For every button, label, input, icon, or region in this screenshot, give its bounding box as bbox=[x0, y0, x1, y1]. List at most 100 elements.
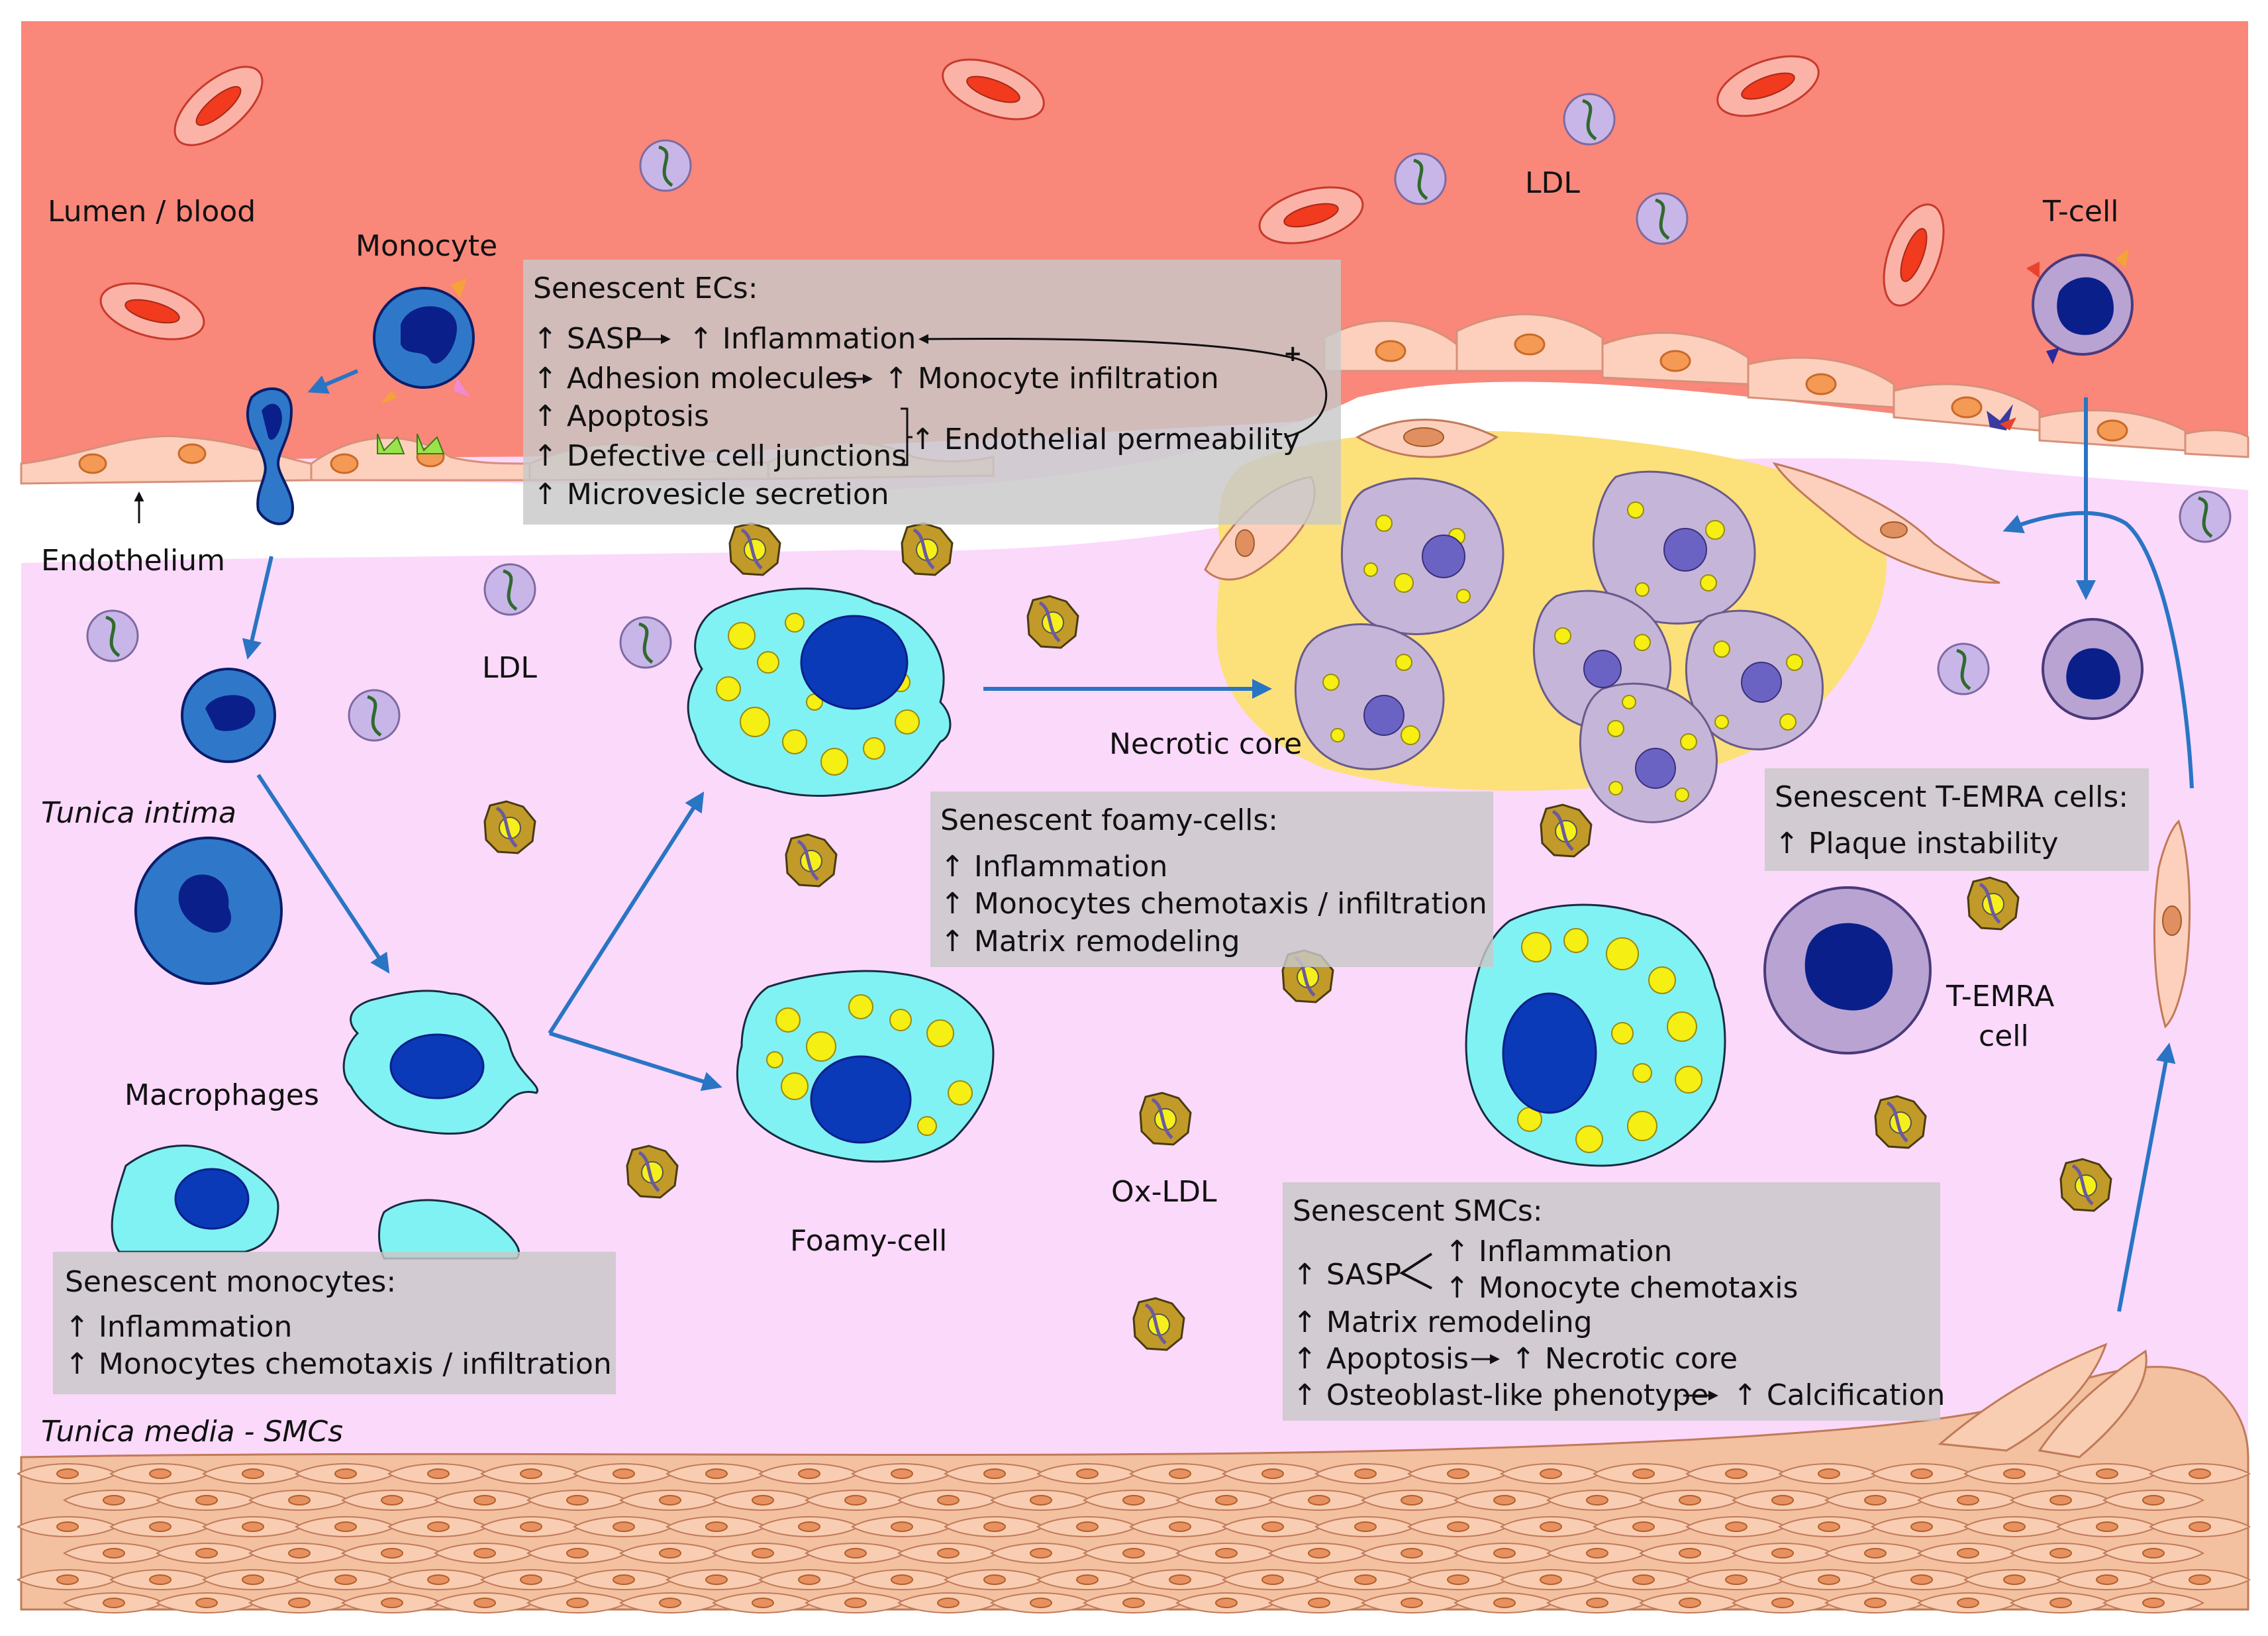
temra-line-1: ↑ Plaque instability bbox=[1775, 827, 2059, 860]
media-smc-nucleus bbox=[1354, 1468, 1377, 1479]
media-smc-nucleus bbox=[566, 1548, 589, 1559]
monocytes-line-2: ↑ Monocytes chemotaxis / infiltration bbox=[65, 1347, 612, 1381]
media-smc-nucleus bbox=[334, 1521, 357, 1532]
t-cell-intima bbox=[2042, 618, 2144, 720]
foamy-title: Senescent foamy-cells: bbox=[940, 803, 1279, 837]
media-smc-nucleus bbox=[983, 1521, 1006, 1532]
media-smc-nucleus bbox=[103, 1598, 125, 1608]
media-smc-nucleus bbox=[1215, 1495, 1238, 1506]
foamy-line-1: ↑ Inflammation bbox=[940, 850, 1168, 884]
media-smc-nucleus bbox=[2096, 1468, 2118, 1479]
monocyte-lumen bbox=[373, 278, 475, 404]
media-smc-nucleus bbox=[381, 1548, 403, 1559]
media-smc-nucleus bbox=[798, 1574, 820, 1585]
media-smc-nucleus bbox=[1957, 1495, 1979, 1506]
media-smc-nucleus bbox=[937, 1598, 960, 1608]
label-ldl-mid: LDL bbox=[482, 651, 537, 685]
smcs-calc: ↑ Calcification bbox=[1733, 1378, 1946, 1412]
media-smc-nucleus bbox=[2049, 1548, 2072, 1559]
media-smc-nucleus bbox=[659, 1598, 681, 1608]
media-smc-nucleus bbox=[1771, 1548, 1794, 1559]
monocyte-intima-large bbox=[134, 837, 283, 985]
media-smc-nucleus bbox=[1540, 1574, 1562, 1585]
senescent-smcs-box: Senescent SMCs: ↑ SASP ↑ Inflammation ↑ … bbox=[1283, 1182, 1945, 1421]
media-smc-nucleus bbox=[2049, 1495, 2072, 1506]
ecs-apoptosis: ↑ Apoptosis bbox=[533, 399, 709, 433]
media-smc-nucleus bbox=[1725, 1468, 1748, 1479]
smcs-osteo: ↑ Osteoblast-like phenotype bbox=[1293, 1378, 1709, 1412]
media-smc-nucleus bbox=[705, 1468, 728, 1479]
media-smc-nucleus bbox=[1169, 1574, 1191, 1585]
media-smc-nucleus bbox=[195, 1548, 218, 1559]
media-smc-nucleus bbox=[798, 1521, 820, 1532]
ecs-sasp: ↑ SASP bbox=[533, 322, 642, 356]
media-smc-nucleus bbox=[659, 1495, 681, 1506]
media-smc-nucleus bbox=[1864, 1598, 1887, 1608]
media-smc-nucleus bbox=[149, 1574, 172, 1585]
ecs-connectors bbox=[629, 334, 1328, 466]
media-smc-nucleus bbox=[2189, 1468, 2211, 1479]
ecs-inflammation: ↑ Inflammation bbox=[689, 322, 916, 356]
media-smc-nucleus bbox=[427, 1574, 450, 1585]
label-tunica-intima: Tunica intima bbox=[41, 796, 237, 830]
media-smc-nucleus bbox=[1586, 1495, 1608, 1506]
media-smc-nucleus bbox=[473, 1548, 496, 1559]
media-smc-nucleus bbox=[1957, 1548, 1979, 1559]
senescent-foamy-box: Senescent foamy-cells: ↑ Inflammation ↑ … bbox=[930, 792, 1493, 967]
media-smc-nucleus bbox=[427, 1521, 450, 1532]
foamy-line-2: ↑ Monocytes chemotaxis / infiltration bbox=[940, 887, 1487, 921]
macrophage-3 bbox=[378, 1199, 520, 1260]
media-smc-nucleus bbox=[1540, 1521, 1562, 1532]
media-smc-nucleus bbox=[1957, 1598, 1979, 1608]
media-smc-nucleus bbox=[103, 1548, 125, 1559]
media-smc-nucleus bbox=[798, 1468, 820, 1479]
ldl-particles bbox=[86, 93, 2232, 742]
media-smc-nucleus bbox=[473, 1598, 496, 1608]
media-smc-nucleus bbox=[1261, 1521, 1284, 1532]
media-smc-nucleus bbox=[242, 1521, 264, 1532]
media-smc-nucleus bbox=[1122, 1548, 1145, 1559]
media-smc-nucleus bbox=[1215, 1598, 1238, 1608]
media-smc-nucleus bbox=[334, 1468, 357, 1479]
label-ldl-top: LDL bbox=[1525, 166, 1580, 200]
senescent-monocytes-box: Senescent monocytes: ↑ Inflammation ↑ Mo… bbox=[53, 1252, 616, 1394]
media-smc-nucleus bbox=[566, 1598, 589, 1608]
smcs-matrix: ↑ Matrix remodeling bbox=[1293, 1305, 1593, 1339]
media-smc-nucleus bbox=[1771, 1495, 1794, 1506]
label-foamy-cell: Foamy-cell bbox=[790, 1224, 948, 1258]
macrophage-2 bbox=[111, 1145, 279, 1253]
media-smc-nucleus bbox=[520, 1521, 542, 1532]
media-smc-nucleus bbox=[1030, 1495, 1052, 1506]
media-smc-nucleus bbox=[1818, 1468, 1840, 1479]
media-smc-nucleus bbox=[937, 1495, 960, 1506]
media-smc-nucleus bbox=[1076, 1468, 1099, 1479]
media-smc-nucleus bbox=[1632, 1468, 1655, 1479]
smc-cluster bbox=[1938, 1343, 2147, 1458]
media-smc-nucleus bbox=[2096, 1521, 2118, 1532]
media-smc-nucleus bbox=[242, 1574, 264, 1585]
media-smc-nucleus bbox=[427, 1468, 450, 1479]
media-smc-nucleus bbox=[242, 1468, 264, 1479]
media-smc-nucleus bbox=[1169, 1468, 1191, 1479]
media-smc-nucleus bbox=[613, 1574, 635, 1585]
media-smc-nucleus bbox=[752, 1548, 774, 1559]
media-smc-nucleus bbox=[752, 1495, 774, 1506]
media-smc-nucleus bbox=[2142, 1548, 2165, 1559]
label-t-cell: T-cell bbox=[2043, 195, 2119, 229]
foamy-cell-mid bbox=[736, 970, 995, 1163]
temra-title: Senescent T-EMRA cells: bbox=[1775, 780, 2129, 814]
media-smc-nucleus bbox=[891, 1521, 913, 1532]
label-tunica-media: Tunica media - SMCs bbox=[41, 1415, 344, 1449]
label-lumen: Lumen / blood bbox=[48, 195, 256, 229]
smcs-apoptosis: ↑ Apoptosis bbox=[1293, 1342, 1469, 1376]
macrophage-1 bbox=[342, 990, 539, 1135]
ecs-microvesicle: ↑ Microvesicle secretion bbox=[533, 478, 889, 511]
smcs-sasp: ↑ SASP bbox=[1293, 1258, 1402, 1292]
media-smc-nucleus bbox=[844, 1495, 867, 1506]
t-emra-cell bbox=[1763, 886, 1932, 1054]
media-smc-nucleus bbox=[1493, 1548, 1516, 1559]
label-necrotic-core: Necrotic core bbox=[1109, 727, 1303, 761]
media-smc-nucleus bbox=[2142, 1598, 2165, 1608]
media-smc-nucleus bbox=[1169, 1521, 1191, 1532]
